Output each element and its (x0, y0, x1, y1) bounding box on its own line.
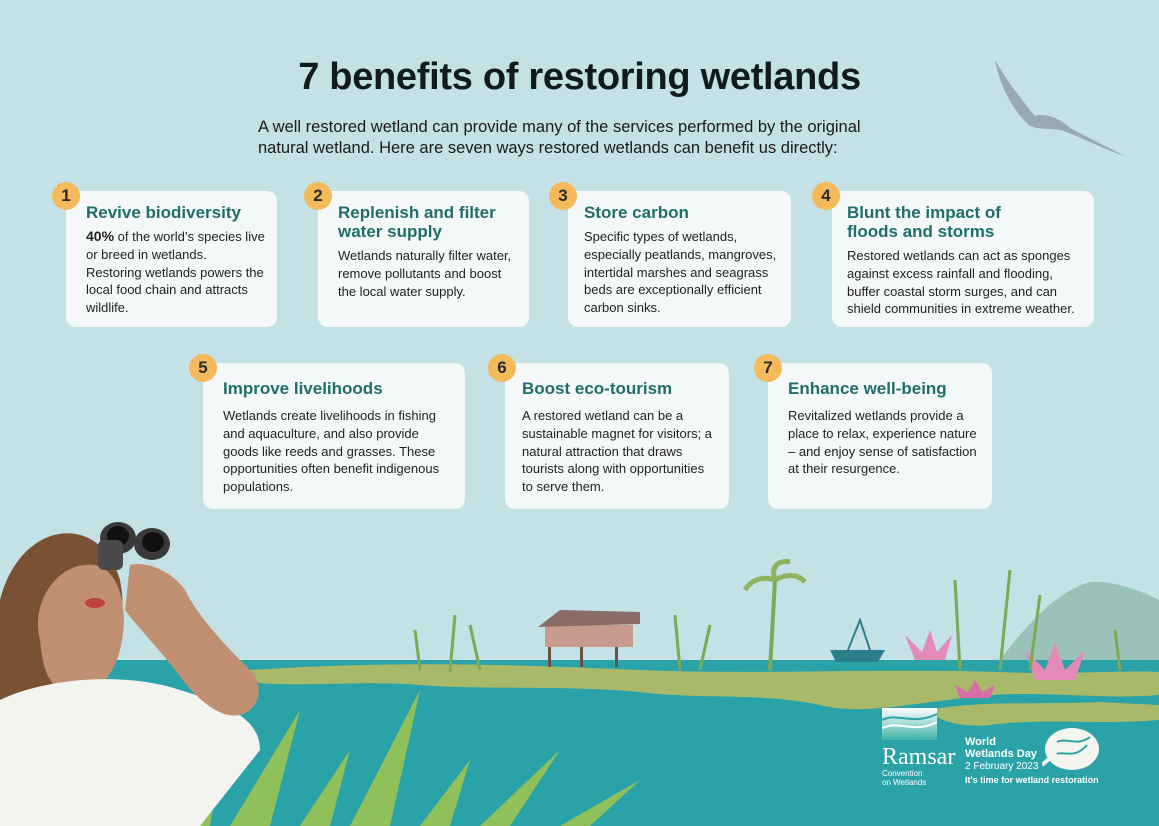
number-badge-2: 2 (304, 182, 332, 210)
benefit-text: 40% of the world’s species live or breed… (86, 228, 265, 317)
number-badge-3: 3 (549, 182, 577, 210)
number-badge-4: 4 (812, 182, 840, 210)
benefit-title: Replenish and filter water supply (338, 203, 496, 241)
benefit-card-4: Blunt the impact of floods and storms Re… (832, 191, 1094, 327)
number-badge-1: 1 (52, 182, 80, 210)
benefit-card-7: Enhance well-being Revitalized wetlands … (768, 363, 992, 509)
benefit-title: Revive biodiversity (86, 203, 241, 222)
benefit-title: Blunt the impact of floods and storms (847, 203, 1001, 241)
stilt-house (538, 610, 640, 667)
event-line1: World (965, 736, 996, 748)
benefit-text: Wetlands create livelihoods in fishing a… (223, 408, 440, 495)
benefit-title: Enhance well-being (788, 379, 947, 398)
highlight-stat: 40% (86, 228, 115, 244)
benefit-text: Wetlands naturally filter water, remove … (338, 248, 512, 299)
event-date: 2 February 2023 (965, 761, 1039, 772)
wetland-illustration (0, 522, 1159, 826)
bird-icon (995, 60, 1125, 156)
benefit-card-1: Revive biodiversity 40% of the world’s s… (66, 191, 277, 327)
benefit-card-3: Store carbon Specific types of wetlands,… (568, 191, 791, 327)
person-with-binoculars (0, 522, 260, 826)
wetland-globe-icon (1042, 728, 1099, 770)
benefit-text-body: of the world’s species live or breed in … (86, 229, 265, 316)
event-line2: Wetlands Day (965, 748, 1037, 760)
wave-logo-icon (881, 708, 938, 740)
ramsar-name: Ramsar (882, 744, 956, 770)
benefit-card-6: Boost eco-tourism A restored wetland can… (505, 363, 729, 509)
benefit-title: Improve livelihoods (223, 379, 383, 398)
benefit-card-2: Replenish and filter water supply Wetlan… (318, 191, 529, 327)
benefit-text: Restored wetlands can act as sponges aga… (847, 248, 1075, 317)
benefit-title: Boost eco-tourism (522, 379, 673, 398)
benefit-text: A restored wetland can be a sustainable … (522, 408, 713, 495)
ramsar-logo: Ramsar Convention on Wetlands (881, 708, 956, 787)
ramsar-sub1: Convention (882, 769, 923, 778)
page-title: 7 benefits of restoring wetlands (298, 56, 861, 98)
benefit-title: Store carbon (584, 203, 689, 222)
benefit-card-5: Improve livelihoods Wetlands create live… (203, 363, 465, 509)
number-badge-6: 6 (488, 354, 516, 382)
event-tagline: It's time for wetland restoration (965, 775, 1099, 785)
intro-text: A well restored wetland can provide many… (258, 118, 861, 157)
benefit-text: Revitalized wetlands provide a place to … (788, 408, 977, 477)
number-badge-7: 7 (754, 354, 782, 382)
ramsar-sub2: on Wetlands (882, 778, 927, 787)
world-wetlands-day-logo: World Wetlands Day 2 February 2023 It's … (965, 736, 1099, 787)
benefit-text: Specific types of wetlands, especially p… (584, 229, 777, 316)
number-badge-5: 5 (189, 354, 217, 382)
